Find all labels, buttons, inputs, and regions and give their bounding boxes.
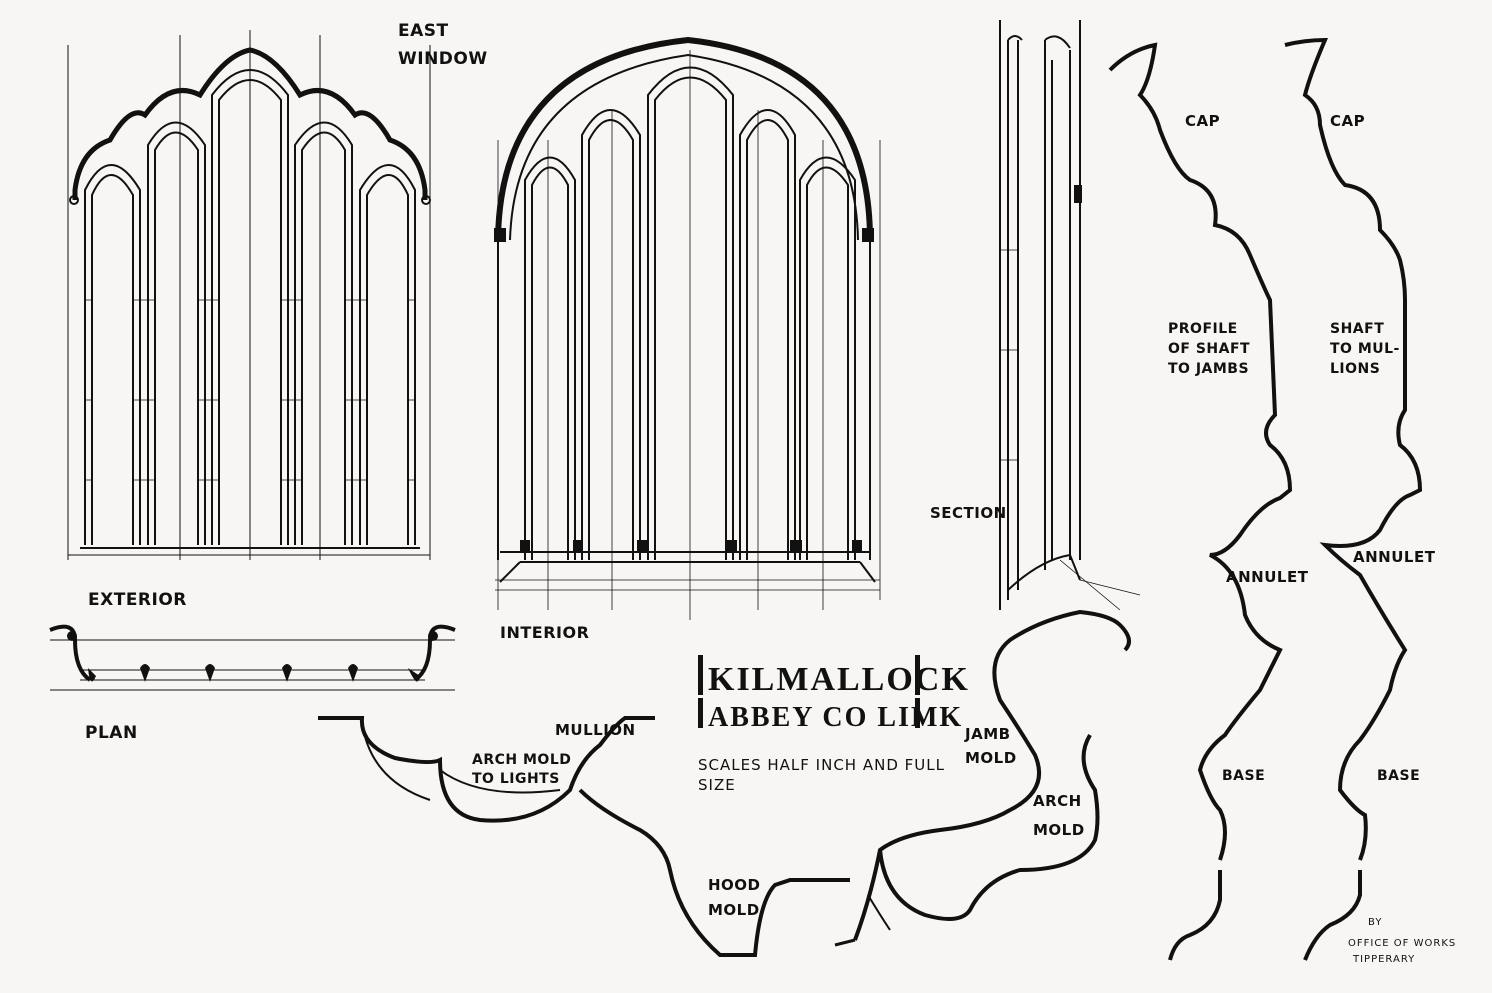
shaft-profiles bbox=[1108, 37, 1423, 961]
profile-label-1: PROFILE bbox=[1168, 321, 1238, 337]
title-kilmallock: KILMALLOCK bbox=[708, 661, 970, 698]
base-label-right: BASE bbox=[1377, 768, 1420, 784]
exterior-label: EXTERIOR bbox=[88, 590, 187, 610]
section-drawing bbox=[999, 20, 1141, 611]
interior-elevation bbox=[494, 36, 881, 620]
arch-mold-label-2: MOLD bbox=[1033, 821, 1085, 839]
base-label-left: BASE bbox=[1222, 768, 1265, 784]
jamb-mold-label-1: JAMB bbox=[964, 725, 1011, 743]
scale-note-1: SCALES HALF INCH AND FULL bbox=[698, 756, 945, 774]
cap-label-right: CAP bbox=[1330, 112, 1365, 130]
annulet-label-left: ANNULET bbox=[1226, 568, 1309, 586]
interior-label: INTERIOR bbox=[500, 623, 589, 642]
hood-mold-label-1: HOOD bbox=[708, 876, 761, 894]
credit-block: BY OFFICE OF WORKS TIPPERARY bbox=[1348, 917, 1456, 965]
shaft-label-2: TO MUL- bbox=[1330, 341, 1400, 357]
scale-note-2: SIZE bbox=[698, 776, 736, 794]
profile-label-2: OF SHAFT bbox=[1168, 341, 1250, 357]
plan-label: PLAN bbox=[85, 723, 138, 743]
plan-drawing bbox=[49, 624, 456, 691]
hood-mold-label-2: MOLD bbox=[708, 901, 760, 919]
east-label: EAST bbox=[398, 21, 449, 41]
molding-profiles bbox=[318, 609, 1131, 957]
arch-mold-lights-label-2: TO LIGHTS bbox=[472, 771, 560, 787]
credit-line-2: OFFICE OF WORKS bbox=[1348, 938, 1456, 949]
shaft-label-1: SHAFT bbox=[1330, 321, 1384, 337]
annulet-label-right: ANNULET bbox=[1353, 548, 1436, 566]
arch-mold-label-1: ARCH bbox=[1033, 792, 1082, 810]
mullion-label: MULLION bbox=[555, 721, 636, 739]
shaft-label-3: LIONS bbox=[1330, 361, 1380, 377]
credit-line-3: TIPPERARY bbox=[1352, 954, 1415, 965]
credit-line-1: BY bbox=[1368, 917, 1382, 928]
section-label: SECTION bbox=[930, 504, 1007, 522]
title-abbey: ABBEY CO LIMK bbox=[708, 702, 963, 733]
window-label: WINDOW bbox=[398, 49, 488, 69]
cap-label-left: CAP bbox=[1185, 112, 1220, 130]
title-block: KILMALLOCK ABBEY CO LIMK SCALES HALF INC… bbox=[698, 655, 970, 794]
arch-mold-lights-label-1: ARCH MOLD bbox=[472, 752, 571, 768]
jamb-mold-label-2: MOLD bbox=[965, 749, 1017, 767]
profile-label-3: TO JAMBS bbox=[1168, 361, 1249, 377]
exterior-elevation bbox=[67, 30, 431, 560]
